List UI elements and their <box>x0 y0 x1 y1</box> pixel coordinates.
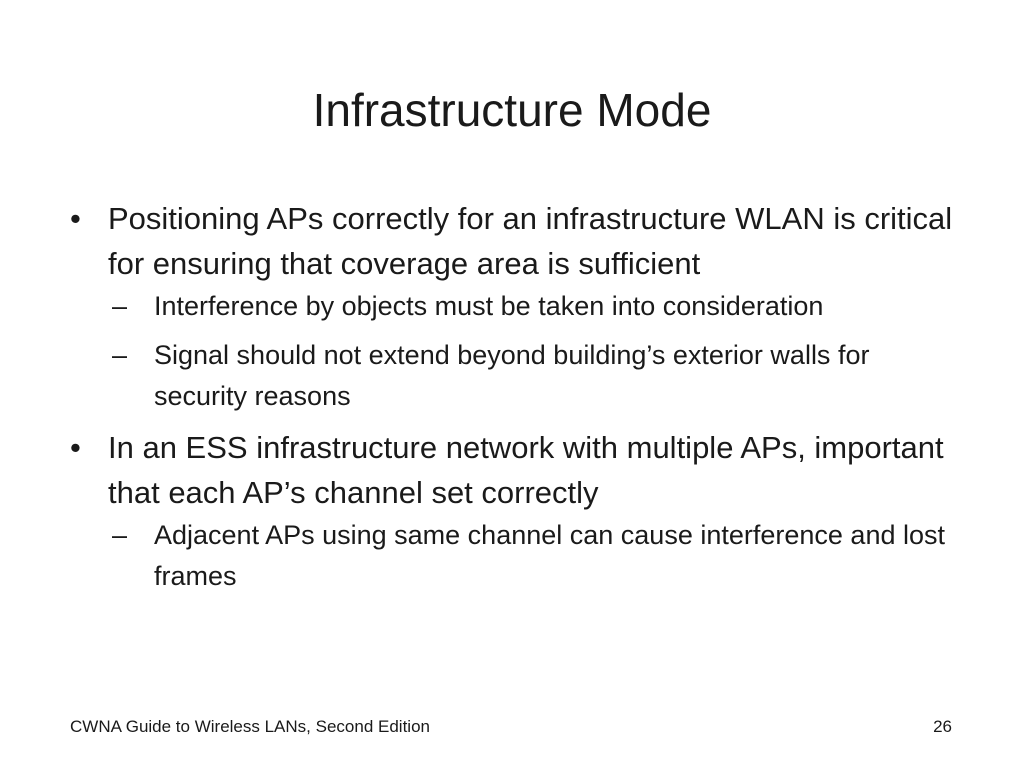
slide-title: Infrastructure Mode <box>312 84 712 136</box>
sub-bullet-text: Adjacent APs using same channel can caus… <box>154 520 945 591</box>
bullet-item: • Positioning APs correctly for an infra… <box>70 196 960 417</box>
bullet-marker: • <box>70 201 81 236</box>
slide-body: • Positioning APs correctly for an infra… <box>70 196 960 605</box>
page-number: 26 <box>933 717 952 736</box>
footer-source: CWNA Guide to Wireless LANs, Second Edit… <box>70 717 430 736</box>
sub-bullet-item: – Adjacent APs using same channel can ca… <box>108 515 960 597</box>
sub-bullet-marker: – <box>112 520 128 550</box>
sub-bullet-text: Interference by objects must be taken in… <box>154 291 824 321</box>
bullet-item: • In an ESS infrastructure network with … <box>70 425 960 597</box>
sub-bullet-marker: – <box>112 340 128 370</box>
sub-bullet-item: – Signal should not extend beyond buildi… <box>108 335 960 417</box>
sub-bullet-marker: – <box>112 291 128 321</box>
bullet-text: In an ESS infrastructure network with mu… <box>108 430 944 510</box>
sub-bullet-list: – Adjacent APs using same channel can ca… <box>108 515 960 597</box>
bullet-text: Positioning APs correctly for an infrast… <box>108 201 953 281</box>
sub-bullet-text: Signal should not extend beyond building… <box>154 340 870 411</box>
sub-bullet-list: – Interference by objects must be taken … <box>108 286 960 417</box>
sub-bullet-item: – Interference by objects must be taken … <box>108 286 960 327</box>
bullet-marker: • <box>70 430 81 465</box>
